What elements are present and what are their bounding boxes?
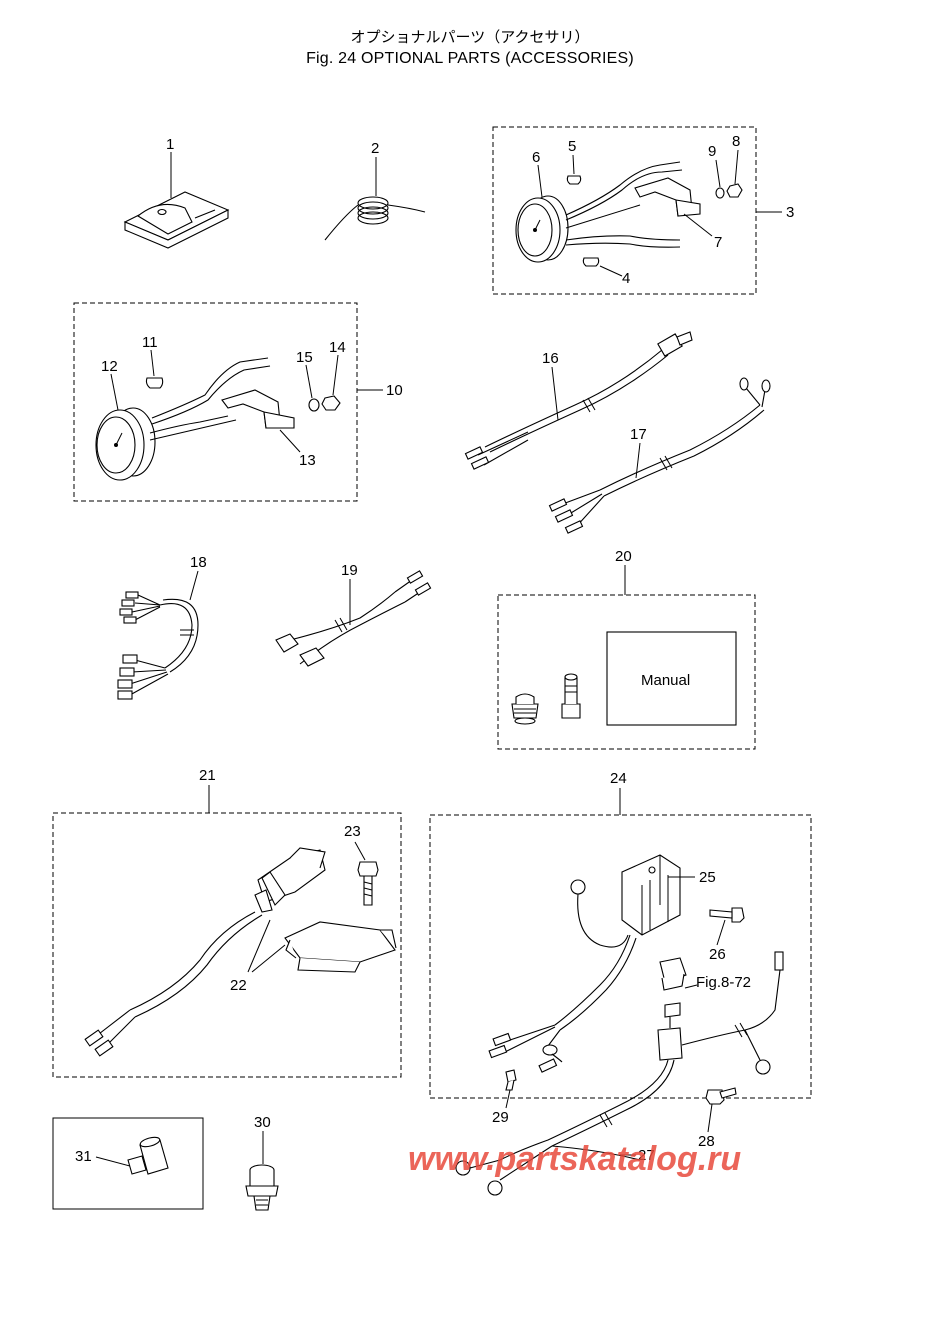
label-19: 19 xyxy=(341,562,358,579)
label-10: 10 xyxy=(386,382,403,399)
part-28-bolt[interactable] xyxy=(705,1087,737,1105)
part-5-bulb[interactable] xyxy=(566,175,582,185)
part-17-harness[interactable] xyxy=(548,377,771,534)
part-4-bulb[interactable] xyxy=(582,257,600,267)
label-16: 16 xyxy=(542,350,559,367)
label-8: 8 xyxy=(732,133,740,150)
part-1-pouch[interactable] xyxy=(123,191,230,249)
label-23: 23 xyxy=(344,823,361,840)
label-2: 2 xyxy=(371,140,379,157)
diagram-title-english: Fig. 24 OPTIONAL PARTS (ACCESSORIES) xyxy=(306,50,634,67)
label-25: 25 xyxy=(699,869,716,886)
manual-label: Manual xyxy=(641,672,690,689)
watermark-text: www.partskatalog.ru xyxy=(408,1140,741,1178)
label-3: 3 xyxy=(786,204,794,221)
label-27: 27 xyxy=(638,1147,655,1164)
part-25-rectifier[interactable] xyxy=(621,854,681,936)
label-26: 26 xyxy=(709,946,726,963)
label-17: 17 xyxy=(630,426,647,443)
part-12-gauge[interactable] xyxy=(95,357,271,481)
label-1: 1 xyxy=(166,136,174,153)
part-31-fitting[interactable] xyxy=(127,1136,169,1175)
kit-20-box xyxy=(497,594,756,750)
label-21: 21 xyxy=(199,767,216,784)
label-28: 28 xyxy=(698,1133,715,1150)
label-20: 20 xyxy=(615,548,632,565)
label-fig-8-72: Fig.8-72 xyxy=(696,974,751,991)
part-22-coil-lower[interactable] xyxy=(284,921,397,973)
part-20-valve[interactable] xyxy=(561,673,581,719)
part-6-gauge[interactable] xyxy=(515,161,683,263)
part-26-bolt[interactable] xyxy=(709,907,745,923)
label-14: 14 xyxy=(329,339,346,356)
part-14-nut[interactable] xyxy=(321,395,341,411)
part-30-fitting[interactable] xyxy=(245,1164,279,1211)
part-21-harness[interactable] xyxy=(84,911,263,1057)
part-24-harness[interactable] xyxy=(488,879,637,1073)
part-31-box xyxy=(52,1117,204,1210)
label-12: 12 xyxy=(101,358,118,375)
label-7: 7 xyxy=(714,234,722,251)
label-31: 31 xyxy=(75,1148,92,1165)
label-15: 15 xyxy=(296,349,313,366)
part-15-washer[interactable] xyxy=(308,398,320,412)
part-2-spring[interactable] xyxy=(324,196,426,241)
label-9: 9 xyxy=(708,143,716,160)
label-6: 6 xyxy=(532,149,540,166)
part-20-cap[interactable] xyxy=(511,693,539,725)
part-23-bolt[interactable] xyxy=(357,861,379,906)
label-22: 22 xyxy=(230,977,247,994)
part-7-bracket[interactable] xyxy=(634,177,701,217)
part-relay[interactable] xyxy=(659,957,687,991)
part-9-washer[interactable] xyxy=(715,187,725,199)
label-29: 29 xyxy=(492,1109,509,1126)
label-18: 18 xyxy=(190,554,207,571)
part-8-nut[interactable] xyxy=(726,183,743,198)
label-5: 5 xyxy=(568,138,576,155)
part-fuse-holder[interactable] xyxy=(455,951,784,1196)
label-11: 11 xyxy=(142,334,158,351)
part-19-harness[interactable] xyxy=(275,570,432,667)
part-16-harness[interactable] xyxy=(464,331,693,470)
part-11-bulb[interactable] xyxy=(145,377,164,389)
part-13-bracket[interactable] xyxy=(221,389,295,429)
kit-21-box xyxy=(52,812,402,1078)
part-29-terminal[interactable] xyxy=(505,1069,517,1091)
label-24: 24 xyxy=(610,770,627,787)
manual-booklet[interactable] xyxy=(606,631,737,726)
label-4: 4 xyxy=(622,270,630,287)
kit-3-box xyxy=(492,126,757,295)
label-30: 30 xyxy=(254,1114,271,1131)
label-13: 13 xyxy=(299,452,316,469)
kit-24-box xyxy=(429,814,812,1099)
part-22-coil-upper[interactable] xyxy=(254,847,326,913)
part-18-harness[interactable] xyxy=(117,591,199,700)
diagram-title-japanese: オプショナルパーツ（アクセサリ） xyxy=(350,28,590,46)
